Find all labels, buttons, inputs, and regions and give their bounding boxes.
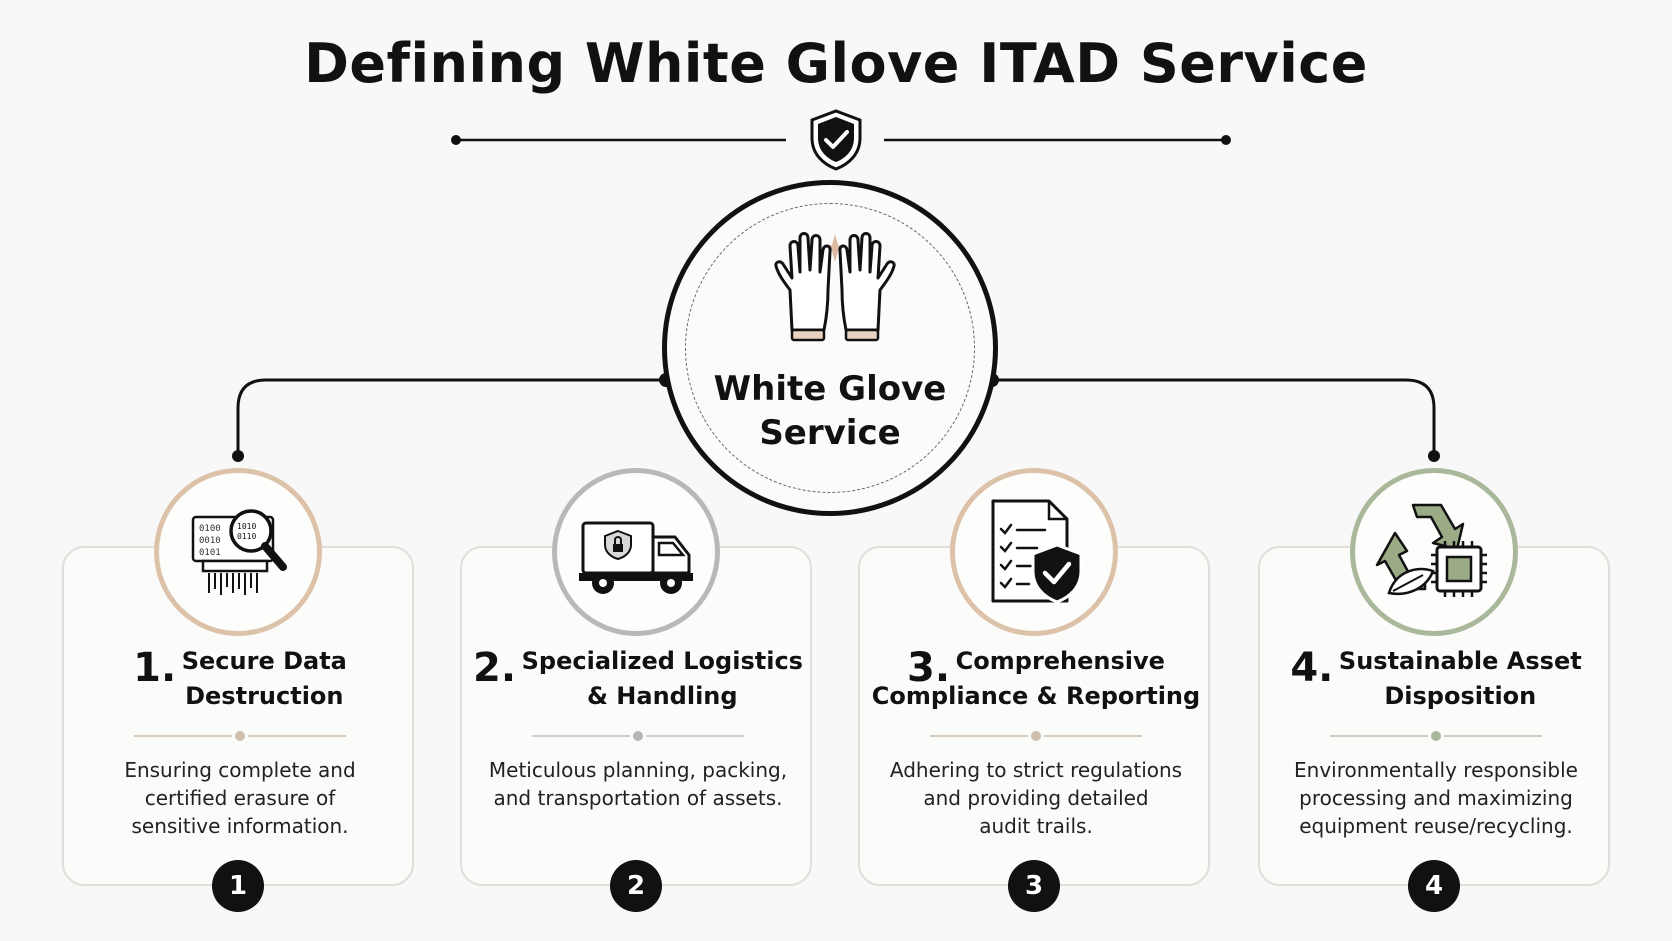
card-description: Ensuring complete and certified erasure …: [124, 758, 356, 838]
card-heading: 3. Comprehensive Compliance & Reporting: [871, 645, 1201, 710]
svg-text:0101: 0101: [199, 548, 221, 558]
hub-dashed-ring: [685, 203, 975, 493]
hub-label: White Glove Service: [713, 369, 947, 453]
svg-text:1010: 1010: [237, 522, 256, 531]
secure-truck-icon: [579, 521, 693, 594]
card-heading: 1. Secure Data Destruction: [133, 645, 347, 710]
svg-text:0010: 0010: [199, 536, 221, 546]
icon-ring-2: [552, 468, 720, 636]
card-divider: [532, 730, 744, 742]
recycle-chip-icon: [1375, 503, 1487, 597]
step-badge-4: 4: [1408, 860, 1460, 912]
page-title: Defining White Glove ITAD Service: [304, 32, 1368, 95]
card-divider: [134, 730, 346, 742]
card-divider: [930, 730, 1142, 742]
step-badge-3: 3: [1008, 860, 1060, 912]
svg-text:0100: 0100: [199, 524, 221, 534]
icon-ring-4: [1350, 468, 1518, 636]
white-glove-hub: White Glove Service: [662, 180, 998, 516]
step-badge-2: 2: [610, 860, 662, 912]
checklist-shield-icon: [991, 499, 1083, 604]
white-gloves-icon: [774, 232, 896, 342]
card-description: Adhering to strict regulations and provi…: [889, 758, 1183, 838]
card-heading: 4. Sustainable Asset Disposition: [1290, 645, 1582, 710]
service-card-sustainable-disposition: 4. Sustainable Asset Disposition Environ…: [1258, 546, 1610, 886]
card-heading: 2. Specialized Logistics & Handling: [473, 645, 803, 710]
icon-ring-3: [950, 468, 1118, 636]
step-badge-1: 1: [212, 860, 264, 912]
card-description: Meticulous planning, packing, and transp…: [488, 758, 788, 810]
shield-check-icon: [810, 109, 862, 171]
card-divider: [1330, 730, 1542, 742]
svg-text:0110: 0110: [237, 532, 256, 541]
card-description: Environmentally responsible processing a…: [1294, 758, 1578, 838]
